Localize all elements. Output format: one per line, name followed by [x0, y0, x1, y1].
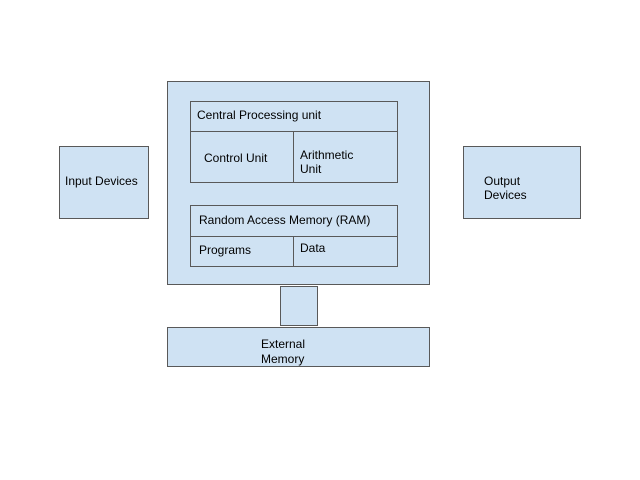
input-devices-label: Input Devices — [65, 174, 138, 188]
ram-title: Random Access Memory (RAM) — [199, 213, 371, 227]
external-memory-label-1: External — [261, 337, 306, 351]
data-label: Data — [300, 241, 326, 255]
ram-column-divider — [293, 236, 294, 267]
ram-header-divider — [191, 236, 397, 237]
output-devices-box: Output Devices — [463, 146, 581, 219]
ram-box: Random Access Memory (RAM) Programs Data — [190, 205, 398, 267]
programs-label: Programs — [199, 243, 252, 257]
cpu-title: Central Processing unit — [197, 108, 322, 122]
cpu-header-divider — [191, 131, 397, 132]
arithmetic-unit-label-1: Arithmetic — [300, 148, 354, 162]
output-devices-label-1: Output — [484, 174, 521, 188]
external-memory-box: External Memory — [167, 327, 430, 367]
control-unit-label: Control Unit — [204, 151, 268, 165]
output-devices-label-2: Devices — [484, 188, 527, 202]
cpu-box: Central Processing unit Control Unit Ari… — [190, 101, 398, 183]
cpu-column-divider — [293, 131, 294, 183]
input-devices-box: Input Devices — [59, 146, 149, 219]
connector-box — [280, 286, 318, 326]
arithmetic-unit-label-2: Unit — [300, 162, 322, 176]
external-memory-label-2: Memory — [261, 352, 305, 366]
